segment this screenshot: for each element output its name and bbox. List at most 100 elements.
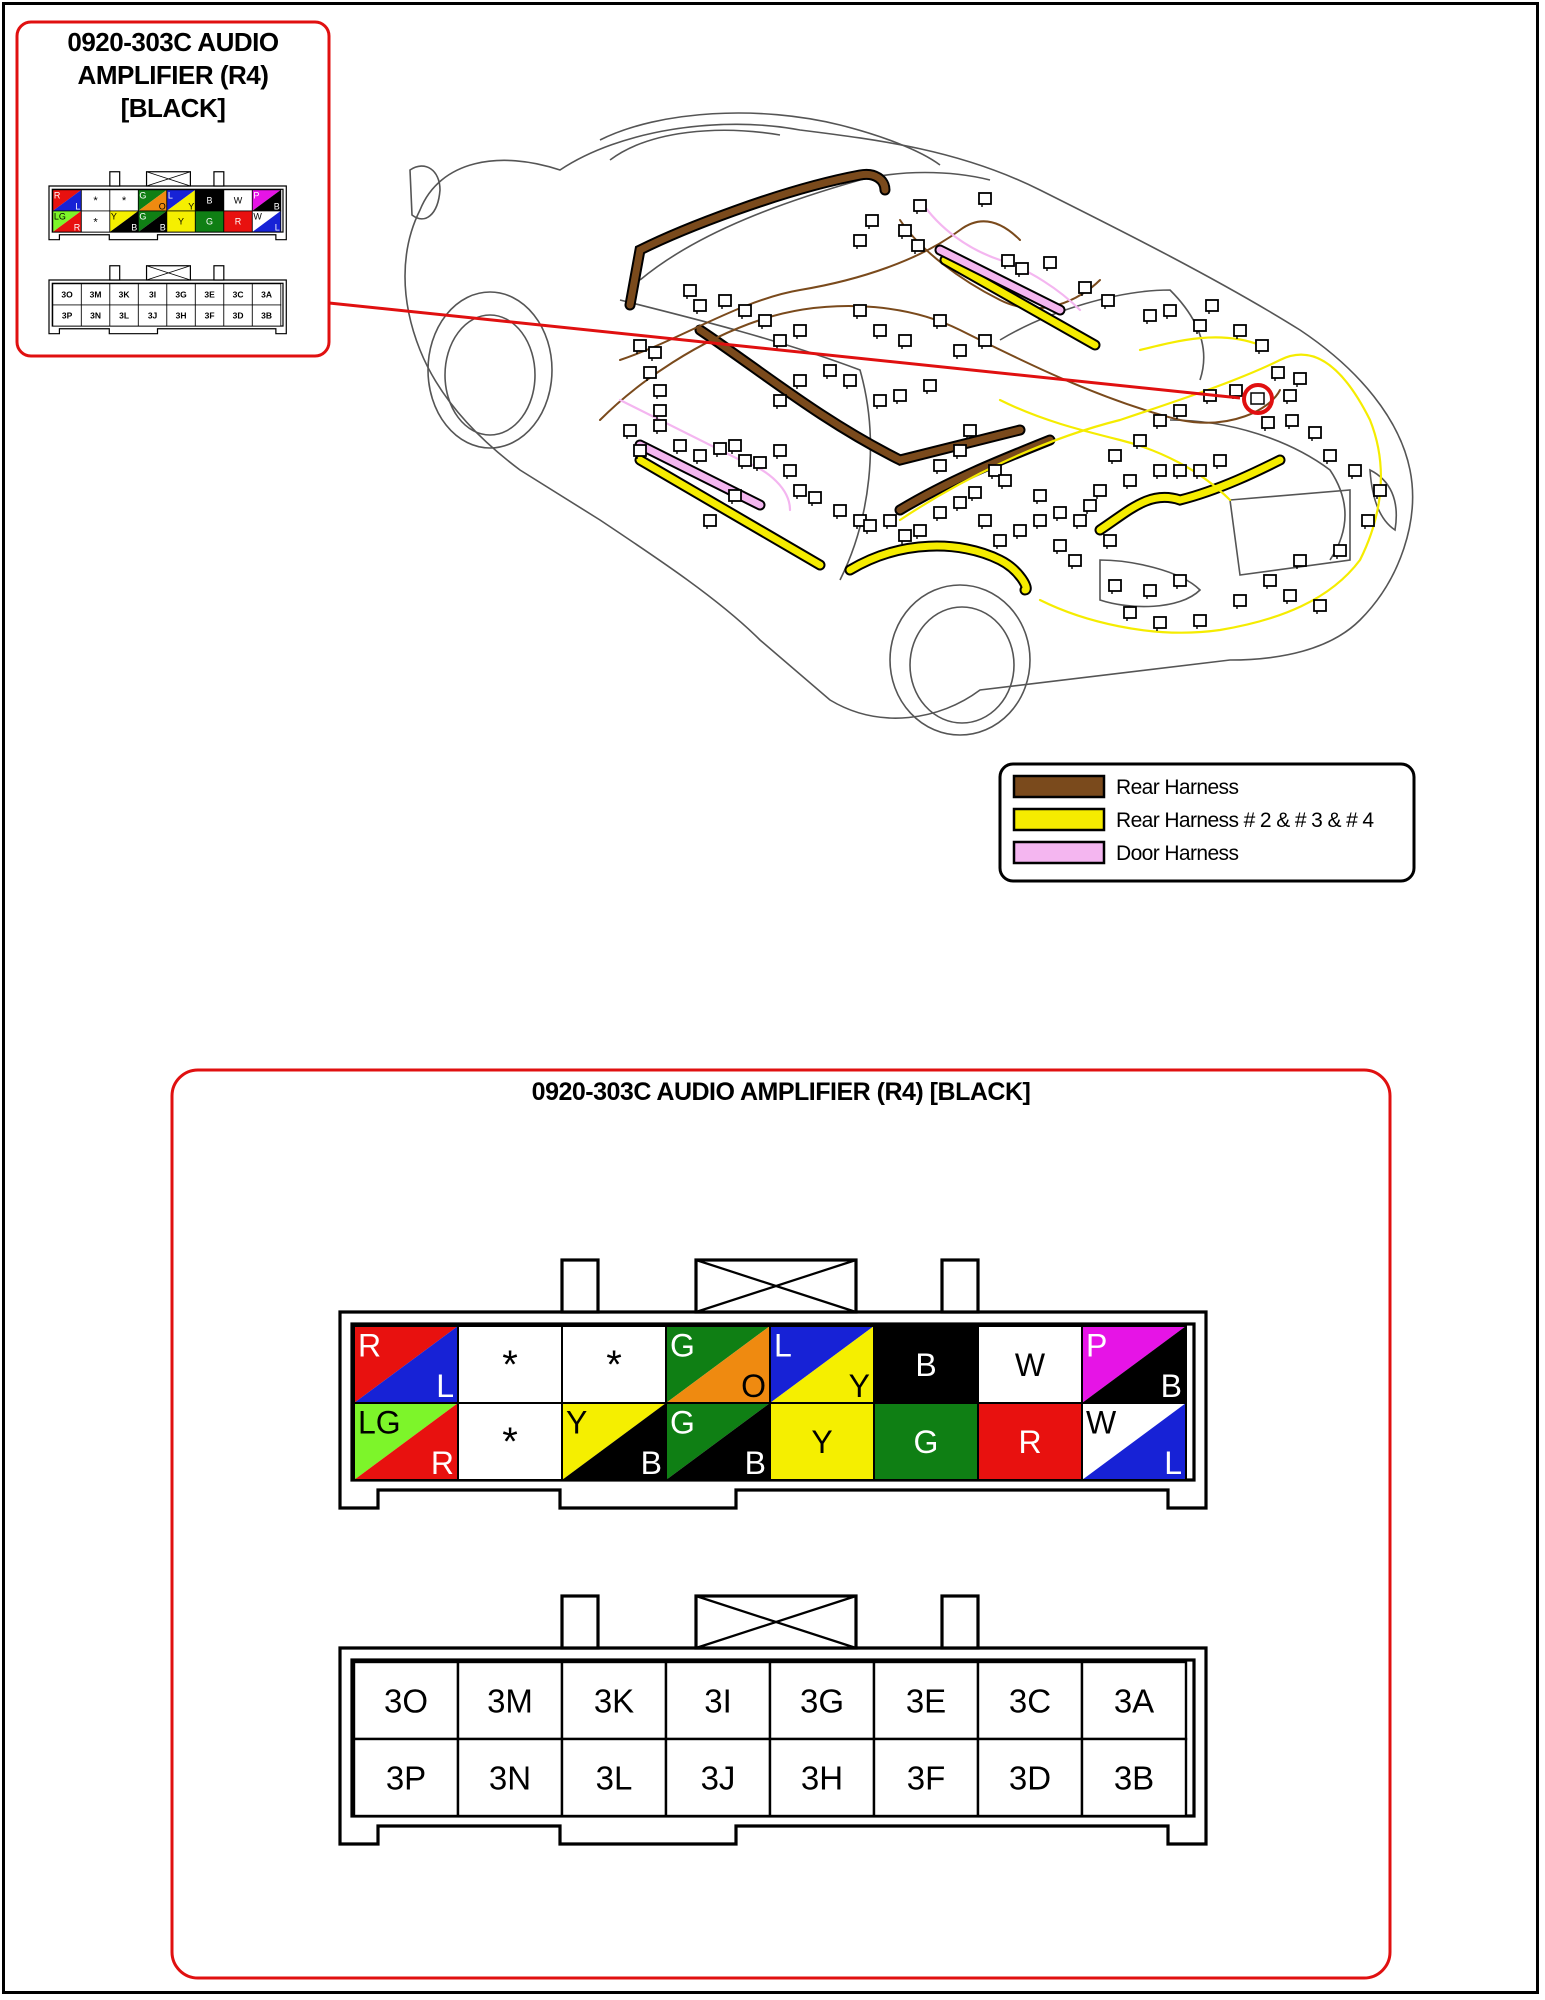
harness-connector-icon <box>683 284 697 297</box>
car-rear-wheel <box>889 584 1031 736</box>
harness-connector-icon <box>913 524 927 537</box>
wire-color-code: W <box>1015 1347 1046 1383</box>
harness-connector-icon <box>1361 514 1375 527</box>
callout-title-line2: AMPLIFIER (R4) <box>78 60 269 90</box>
wire-secondary-color: B <box>160 222 166 232</box>
pin-cavity <box>352 1737 460 1818</box>
pin-number: 3C <box>1009 1682 1051 1719</box>
car-connectors <box>623 192 1387 631</box>
wire-primary-color: G <box>139 190 146 200</box>
connector-tab-right <box>940 1594 980 1650</box>
connector-latch-cross <box>146 171 191 187</box>
harness-connector-icon <box>993 534 1007 547</box>
legend-label: Rear Harness # 2 & # 3 & # 4 <box>1116 809 1374 832</box>
wire-secondary-color: R <box>74 222 81 232</box>
wire-cavity: WL <box>251 210 282 233</box>
harness-connector-icon <box>933 314 947 327</box>
wire-cavity: Y <box>769 1402 875 1481</box>
wire-primary-color: L <box>774 1327 792 1363</box>
wire-primary-color: P <box>253 190 259 200</box>
harness-connector-icon <box>863 519 877 532</box>
harness-connector-icon <box>633 444 647 457</box>
connector-tab-left <box>560 1258 600 1314</box>
connector-tab-left <box>560 1594 600 1650</box>
harness-connector-icon <box>728 439 742 452</box>
harness-connector-icon <box>1333 544 1347 557</box>
harness-connector-icon <box>1205 299 1219 312</box>
wire-cavity: * <box>561 1325 667 1404</box>
car-trunk-line <box>1169 419 1346 561</box>
harness-connector-icon <box>1073 514 1087 527</box>
pin-cavity <box>768 1737 876 1818</box>
legend-swatch <box>1012 840 1106 865</box>
wire-cavity: Y <box>166 210 196 233</box>
car-windshield <box>639 171 991 281</box>
pin-number: 3F <box>907 1759 946 1796</box>
callout-title-line3: [BLACK] <box>121 93 226 123</box>
harness-connector-icon <box>1173 404 1187 417</box>
harness-connector-icon <box>1103 534 1117 547</box>
harness-connector-icon <box>1001 254 1015 267</box>
wire-cavity: * <box>80 210 111 233</box>
pin-number: 3J <box>148 311 158 321</box>
legend-swatch <box>1012 807 1106 832</box>
car-headlight <box>409 165 441 220</box>
harness-connector-icon <box>1293 554 1307 567</box>
pin-number: 3H <box>801 1759 843 1796</box>
wire-cavity: GB <box>665 1402 771 1481</box>
wire-secondary-color: B <box>131 222 137 232</box>
harness-connector-icon <box>968 486 982 499</box>
pin-number: 3A <box>1114 1682 1154 1719</box>
pin-cavity <box>976 1737 1084 1818</box>
harness-connector-icon <box>1373 484 1387 497</box>
wire-secondary-color: Y <box>849 1368 870 1404</box>
car-rear-wheel-rim <box>909 606 1015 724</box>
wire-cavity: * <box>80 189 111 212</box>
harness-connector-icon <box>1143 584 1157 597</box>
pin-number: 3L <box>596 1759 633 1796</box>
harness-connector-icon <box>793 484 807 497</box>
harness-connector-icon <box>1261 416 1275 429</box>
wire-secondary-color: L <box>1164 1445 1182 1481</box>
harness-connector-icon <box>1233 324 1247 337</box>
pin-number: 3M <box>487 1682 533 1719</box>
harness-connector-icon <box>1083 499 1097 512</box>
legend-swatch <box>1012 774 1106 799</box>
wire-cavity: RL <box>353 1325 459 1404</box>
harness-connector-icon <box>911 239 925 252</box>
wire-cavity: WL <box>1081 1402 1187 1481</box>
pin-number: 3L <box>119 311 129 321</box>
wire-cavity: W <box>977 1325 1083 1404</box>
wire-color-code: B <box>915 1347 936 1383</box>
connector-tab-right <box>940 1258 980 1314</box>
pin-cavity <box>1080 1660 1188 1741</box>
harness-connector-icon <box>738 304 752 317</box>
connector-tab-left <box>109 171 121 187</box>
harness-connector-icon <box>1123 606 1137 619</box>
harness-connector-icon <box>1013 524 1027 537</box>
wire-color-code: R <box>235 217 242 227</box>
pin-number: 3F <box>205 311 215 321</box>
pin-number: 3P <box>62 311 73 321</box>
car-illustration <box>404 112 1414 736</box>
wire-secondary-color: B <box>745 1445 766 1481</box>
wire-primary-color: G <box>670 1327 695 1363</box>
harness-connector-icon <box>963 424 977 437</box>
harness-connector-icon <box>673 439 687 452</box>
wire-cavity: R <box>223 210 253 233</box>
wire-primary-color: Y <box>566 1404 587 1440</box>
wire-primary-color: P <box>1086 1327 1107 1363</box>
wire-primary-color: LG <box>54 211 66 221</box>
pin-number: 3C <box>233 289 244 299</box>
harness-connector-icon <box>898 529 912 542</box>
harness-connector-icon <box>953 344 967 357</box>
wire-cavity: LY <box>769 1325 875 1404</box>
harness-connector-icon <box>1285 414 1299 427</box>
pin-number: 3B <box>261 311 272 321</box>
car-roof-inner <box>609 129 781 161</box>
harness-connector-icon <box>923 379 937 392</box>
harness-connector-icon <box>758 314 772 327</box>
harness-connector-icon <box>648 346 662 359</box>
